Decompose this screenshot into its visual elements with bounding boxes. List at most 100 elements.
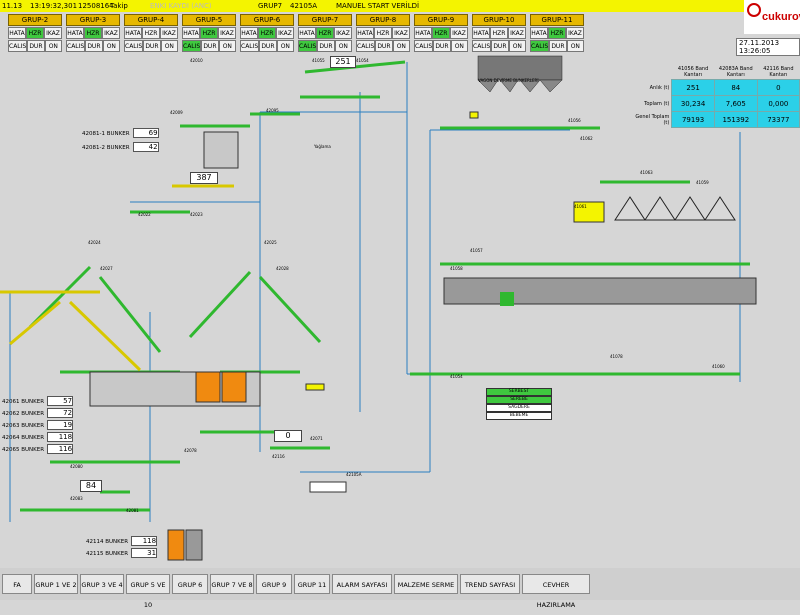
group-ikaz: IKAZ (566, 27, 584, 39)
tag-42116: 42116 (272, 454, 285, 459)
pile (644, 196, 676, 221)
indicator-yellow (305, 383, 325, 391)
group-hata: HATA (472, 27, 490, 39)
group-hzr: HZR (200, 27, 218, 39)
status-group: GRUP7 (258, 2, 283, 10)
group-on: ON (566, 40, 584, 52)
conveyor-yellow[interactable] (68, 300, 142, 372)
hopper (499, 79, 519, 93)
tag-41054: 41054 (356, 58, 369, 63)
scale-header: 42116 Band Kantarı (763, 65, 794, 78)
company-logo: cukurova (744, 0, 800, 34)
status-timestamp: 13:19:32,301 (30, 2, 78, 10)
logo-ring (747, 3, 761, 17)
group-calis: CALIS (298, 40, 318, 52)
status-faded-text: ENKI KAYDI (ANC) (150, 2, 212, 10)
counter-387: 387 (190, 172, 218, 184)
group-ikaz: IKAZ (102, 27, 120, 39)
tag-41078: 41078 (610, 354, 623, 359)
legend-item: SERBEST (486, 388, 552, 396)
bottom-nav-bar: FA GRUP 1 VE 2 GRUP 3 VE 4 GRUP 5 VE 10 … (0, 568, 800, 609)
tag-41056: 41056 (568, 118, 581, 123)
nav-button[interactable]: CEVHER HAZIRLAMA (522, 574, 590, 609)
stockpile (614, 196, 736, 221)
nav-button[interactable]: GRUP 11 (294, 574, 330, 594)
group-dur: DUR (143, 40, 161, 52)
nav-button[interactable]: GRUP 9 (256, 574, 292, 594)
group-on: ON (450, 40, 468, 52)
logo-graphic: cukurova (747, 3, 800, 23)
counter-251: 251 (330, 56, 356, 68)
bunker-orange (221, 371, 247, 403)
bunker-label: 42062 BUNKER (2, 411, 45, 417)
group-title: GRUP-10 (472, 14, 526, 26)
conveyor[interactable] (258, 275, 322, 344)
tag-42022: 42022 (138, 212, 151, 217)
scale-value: 73377 (756, 111, 800, 128)
tag-41054b: 41054 (450, 374, 463, 379)
nav-button[interactable]: TREND SAYFASI (460, 574, 520, 594)
group-ikaz: IKAZ (334, 27, 352, 39)
group-calis: CALIS (8, 40, 28, 52)
bunker-label: 42063 BUNKER (2, 423, 45, 429)
conveyor[interactable] (188, 270, 252, 339)
group-calis: CALIS (124, 40, 144, 52)
conveyor[interactable] (98, 276, 162, 353)
tag-41057: 41057 (470, 248, 483, 253)
bin-active (500, 292, 514, 306)
scale-value: 0 (756, 79, 800, 96)
group-hata: HATA (530, 27, 548, 39)
scale-header: 42083A Band Kantarı (718, 65, 753, 78)
status-device: 42105A (290, 2, 318, 10)
scale-value: 7,605 (713, 95, 758, 112)
status-message: MANUEL START VERİLDİ (336, 2, 420, 10)
nav-button[interactable]: FA (2, 574, 32, 594)
group-calis: CALIS (356, 40, 376, 52)
conveyor-yellow[interactable] (9, 300, 61, 346)
tag-42025: 42025 (264, 240, 277, 245)
bunker-value: 57 (47, 396, 74, 406)
nav-button[interactable]: GRUP 1 VE 2 (34, 574, 78, 594)
scale-value: 79193 (671, 111, 715, 128)
tag-42009: 42009 (170, 110, 183, 115)
group-title: GRUP-4 (124, 14, 178, 26)
tag-42028: 42028 (276, 266, 289, 271)
group-dur: DUR (317, 40, 335, 52)
tag-42010: 42010 (190, 58, 203, 63)
counter-0: 0 (274, 430, 302, 442)
row-label: Anlık (t) (649, 84, 670, 91)
nav-button-alarm[interactable]: ALARM SAYFASI (332, 574, 392, 594)
group-dur: DUR (491, 40, 509, 52)
group-hata: HATA (182, 27, 200, 39)
bunker-label: 42064 BUNKER (2, 435, 45, 441)
tag-42024: 42024 (88, 240, 101, 245)
status-takip: Takip (110, 2, 128, 10)
tag-vagon: VAGON DEVİRME BUNKERLERİ (478, 78, 539, 83)
nav-button[interactable]: GRUP 6 (172, 574, 208, 594)
nav-button[interactable]: GRUP 7 VE 8 (210, 574, 254, 594)
row-label: Toplam (t) (644, 100, 670, 107)
bunker-value: 31 (131, 548, 158, 558)
nav-button[interactable]: MALZEME SERME (394, 574, 458, 594)
group-dur: DUR (549, 40, 567, 52)
bunker-label: 42114 BUNKER (86, 539, 129, 545)
hopper (477, 79, 499, 93)
group-calis: CALIS (414, 40, 434, 52)
group-hzr: HZR (84, 27, 102, 39)
scale-value: 0,000 (756, 95, 800, 112)
nav-button[interactable]: GRUP 5 VE 10 (126, 574, 170, 609)
group-title: GRUP-7 (298, 14, 352, 26)
tag-41058: 41058 (450, 266, 463, 271)
nav-button[interactable]: GRUP 3 VE 4 (80, 574, 124, 594)
